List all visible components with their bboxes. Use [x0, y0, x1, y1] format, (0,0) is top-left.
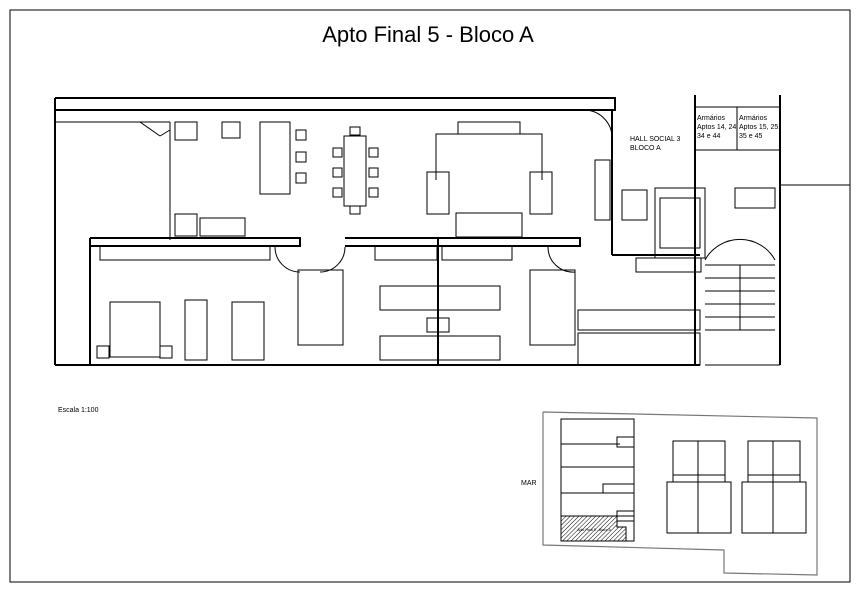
highlight-label: Apto Final 5 - Bloco A: [577, 528, 611, 532]
sink-icon: [221, 121, 241, 139]
stove-icon: [174, 121, 198, 141]
highlighted-unit: [560, 515, 627, 542]
sheet-border: [9, 9, 851, 583]
bathroom: [297, 269, 344, 346]
bed: [379, 285, 501, 311]
hall-label: HALL SOCIAL 3 BLOCO A: [630, 136, 681, 152]
sofa: [455, 212, 523, 238]
svg-text:Armários: Armários: [697, 115, 726, 122]
wardrobe: [99, 245, 271, 261]
svg-text:Aptos 14, 24,: Aptos 14, 24,: [697, 124, 738, 131]
bathroom: [529, 269, 576, 346]
drawing-title: Apto Final 5 - Bloco A: [322, 22, 534, 47]
tv-unit: [457, 121, 521, 135]
cabinet-right-label: Armários Aptos 15, 25, 35 e 45: [739, 115, 780, 140]
armchair: [529, 171, 553, 215]
scale-label: Escala 1:100: [58, 407, 99, 414]
bathroom: [231, 301, 265, 361]
svg-text:35 e 45: 35 e 45: [739, 133, 762, 140]
dining-table: [343, 135, 367, 207]
kitchen-counter: [259, 121, 291, 195]
bed: [109, 301, 161, 358]
armchair: [426, 171, 450, 215]
bed: [379, 335, 501, 361]
svg-text:Armários: Armários: [739, 115, 768, 122]
svg-text:HALL SOCIAL 3: HALL SOCIAL 3: [630, 136, 681, 143]
sea-label: MAR: [521, 480, 537, 487]
site-plan: [542, 411, 818, 576]
svg-text:34 e 44: 34 e 44: [697, 133, 720, 140]
svg-text:Aptos 15, 25,: Aptos 15, 25,: [739, 124, 780, 131]
cabinet-left-label: Armários Aptos 14, 24, 34 e 44: [697, 115, 738, 140]
svg-text:BLOCO A: BLOCO A: [630, 145, 661, 152]
floor-plan: [54, 95, 850, 366]
